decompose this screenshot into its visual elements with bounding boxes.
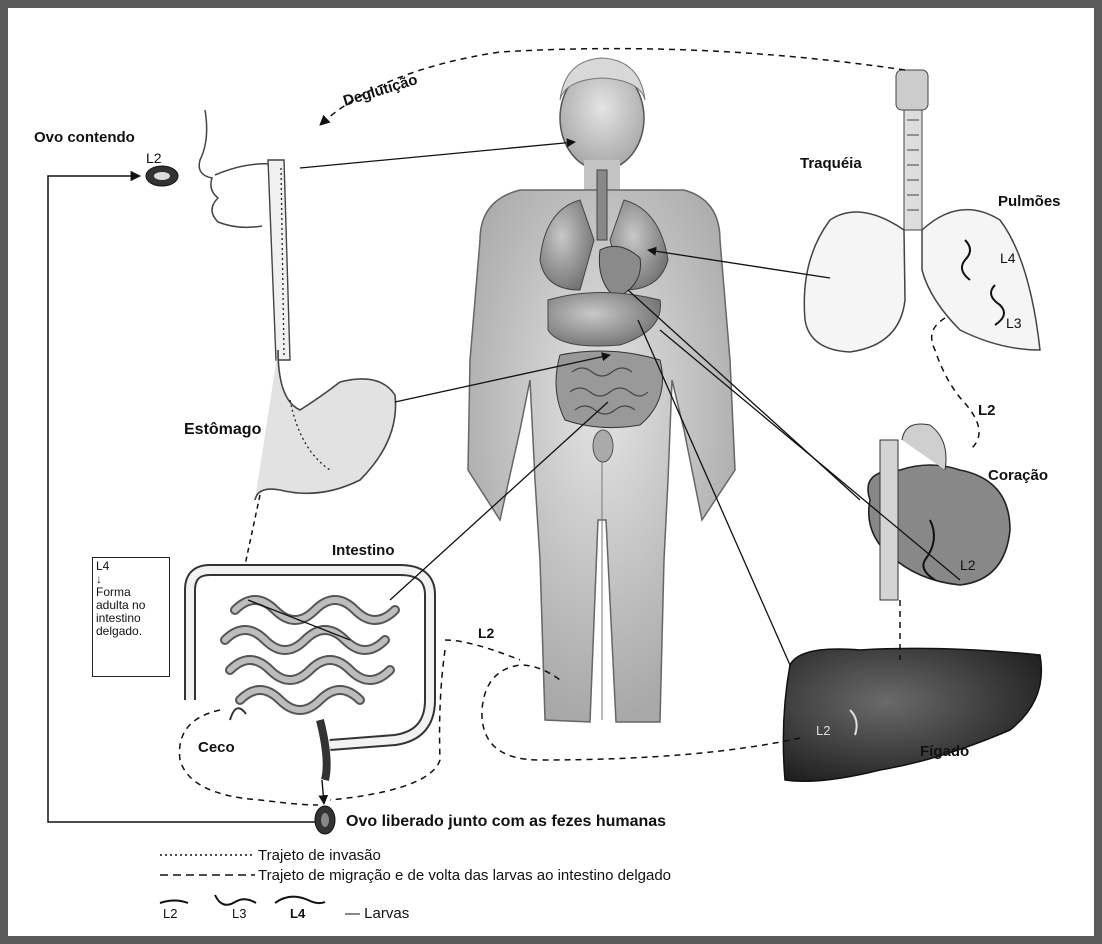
lungs [804,210,1040,352]
egg-released-icon [315,806,335,834]
label-ceco: Ceco [198,739,235,756]
label-l2-egg: L2 [146,150,162,166]
label-l2-intestine: L2 [478,625,495,641]
label-degluticao: Deglutição [341,71,419,110]
larva-l4-icon [275,897,325,903]
label-l3-lung: L3 [1006,315,1022,331]
label-estomago: Estômago [184,421,262,438]
heart [868,424,1010,600]
label-l4-lung: L4 [1000,250,1016,266]
label-ovo-liberado: Ovo liberado junto com as fezes humanas [346,813,666,830]
stomach-intestine-path [245,495,260,565]
human-body [468,58,735,722]
adult-form-note-box: L4 ↓ Forma adulta no intestino delgado. [92,557,170,677]
label-pulmoes: Pulmões [998,193,1061,210]
intestine-l2-path [445,640,520,660]
lungs-heart-path [932,318,979,448]
larva-l3-icon [215,895,256,905]
egg-l2-icon [146,166,178,186]
legend-larva-l3: L3 [232,906,246,921]
stomach [255,350,396,500]
note-delgado: delgado. [96,625,166,638]
label-coracao: Coração [988,467,1048,484]
label-figado: Fígado [920,743,969,760]
label-l2-heart: L2 [960,557,976,573]
label-traqueia: Traquéia [800,155,862,172]
note-l4: L4 [96,560,166,573]
ceco-loop-path [180,710,319,805]
label-ovo-contendo: Ovo contendo [34,129,135,146]
legend: Trajeto de invasão Trajeto de migração e… [160,847,671,922]
larva-l2-icon [160,901,188,904]
legend-larva-l4: L4 [290,906,306,921]
legend-migration: Trajeto de migração e de volta das larva… [258,867,671,884]
label-intestino: Intestino [332,542,395,559]
intestine-egg-arrow [322,780,324,804]
trachea [896,70,928,230]
small-intestine [225,600,395,710]
legend-larva-l2: L2 [163,906,177,921]
label-l2-liver: L2 [816,723,830,738]
legend-larvas: — Larvas [345,905,409,922]
legend-invasion: Trajeto de invasão [258,847,381,864]
label-l2-migration: L2 [978,402,996,419]
liver [783,648,1041,781]
head-esophagus [199,110,290,360]
